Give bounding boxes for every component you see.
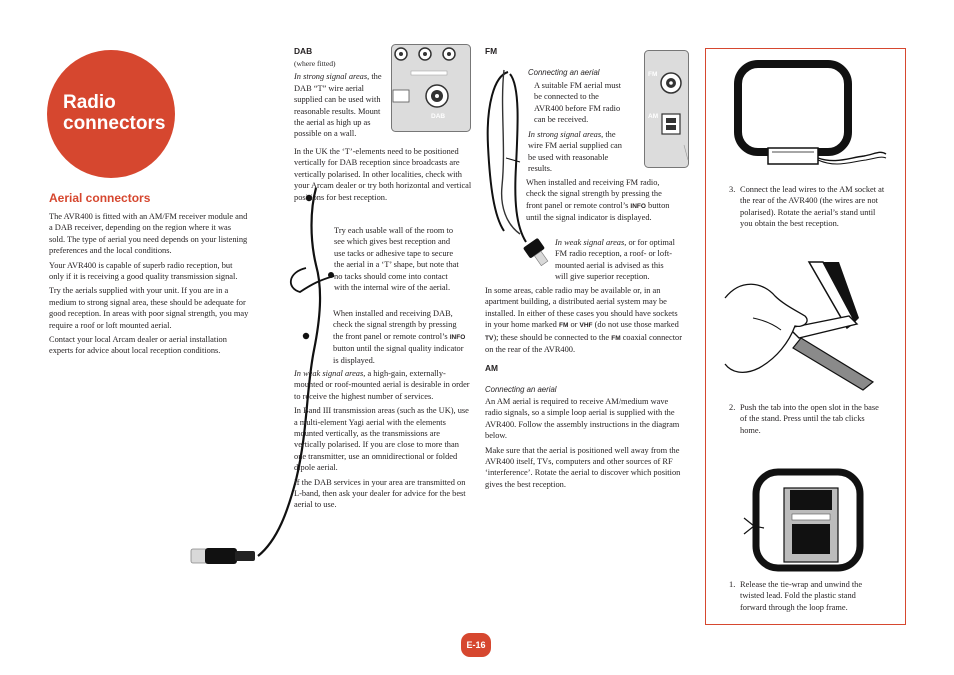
fm-connecting-subheading: Connecting an aerial [528, 68, 600, 77]
dab-uk-paragraph: In the UK the ‘T’-elements need to be po… [294, 147, 472, 202]
fm-weak-rest: , or for optimal FM radio reception, a r… [555, 238, 675, 282]
am-assembly-box [705, 48, 906, 625]
aerial-paragraph: The AVR400 is fitted with an AM/FM recei… [49, 212, 248, 256]
am-paragraph: Make sure that the aerial is positioned … [485, 445, 681, 489]
aerial-paragraph: Try the aerials supplied with your unit.… [49, 286, 249, 330]
fm-installed-a: When installed and receiving FM radio, c… [526, 178, 662, 210]
title-line-2: connectors [63, 113, 166, 134]
dab-weak-signal: In weak signal areas, a high-gain, exter… [294, 368, 472, 402]
fm-strong-signal: In strong signal areas, the wire FM aeri… [528, 129, 630, 175]
dab-aerial-wire [257, 187, 322, 557]
fm-intro: A suitable FM aerial must be connected t… [534, 80, 624, 129]
dab-lower-text: In weak signal areas, a high-gain, exter… [294, 368, 472, 514]
fm-cable-b: (do not use those marked [594, 320, 679, 330]
aerial-intro: The AVR400 is fitted with an AM/FM recei… [49, 211, 249, 360]
dab-t-aerial-illustration [190, 187, 335, 564]
panel-dab-label: DAB [431, 113, 446, 120]
fm-cable-c: ); these should be connected to the [493, 332, 610, 342]
dab-where-fitted: (where fitted) [294, 59, 336, 68]
dab-lband-paragraph: If the DAB services in your area are tra… [294, 477, 466, 510]
step-1-text: Release the tie-wrap and unwind the twis… [740, 580, 863, 612]
fm-cable-d: coaxial connector on the rear of the AVR… [485, 332, 683, 355]
fm-cable-paragraph: In some areas, cable radio may be availa… [485, 285, 683, 355]
info-key-label: INFO [449, 333, 466, 341]
aerial-paragraph: Your AVR400 is capable of superb radio r… [49, 260, 238, 282]
step-2-text: Push the tab into the open slot in the b… [740, 403, 879, 435]
stand-tab-illustration [724, 261, 875, 391]
aerial-connectors-heading: Aerial connectors [49, 191, 151, 205]
title-line-1: Radio [63, 92, 116, 113]
step-1: 1. Release the tie-wrap and unwind the tw… [729, 579, 879, 613]
tv-key-label: TV [485, 334, 494, 342]
fm-strong-rest: , the wire FM aerial supplied can be use… [528, 130, 622, 174]
am-socket [661, 113, 681, 135]
step-2: 2. Push the tab into the open slot in the… [729, 402, 879, 436]
fm-heading: FM [485, 46, 498, 56]
am-loop-stand-illustration [734, 60, 887, 165]
dab-rear-panel-illustration [391, 44, 471, 132]
panel-fm-label: FM [648, 71, 658, 78]
aerial-tip-bottom [302, 332, 310, 340]
fm-strong-text: In strong signal areas, the wire FM aeri… [528, 129, 630, 178]
title-circle [47, 50, 175, 178]
dab-installed-paragraph: When installed and receiving DAB, check … [333, 308, 468, 366]
panel-usb-label: USB [394, 93, 408, 100]
dab-heading: DAB [294, 46, 313, 56]
aerial-tip-top [305, 194, 313, 202]
am-text: An AM aerial is required to receive AM/m… [485, 396, 683, 493]
vhf-key-label: VHF [579, 322, 593, 330]
fm-intro-paragraph: A suitable FM aerial must be connected t… [534, 81, 621, 125]
step-3-number: 3. [729, 185, 736, 194]
dab-installed-text: When installed and receiving DAB, check … [333, 308, 468, 369]
fm-key-label: FM [611, 334, 621, 342]
dab-try-paragraph: Try each usable wall of the room to see … [334, 226, 459, 293]
fm-installed-b: button until the signal indicator is dis… [526, 200, 670, 223]
am-heading: AM [485, 363, 499, 373]
dab-plug [205, 548, 237, 564]
hand-drawing [724, 283, 808, 374]
fm-weak-text: In weak signal areas, or for optimal FM … [555, 237, 677, 286]
step-2-number: 2. [729, 403, 736, 412]
dab-intro: (where fitted) In strong signal areas, t… [294, 58, 386, 143]
step-3-text: Connect the lead wires to the AM socket … [740, 185, 885, 229]
page-title: Radio connectors [63, 92, 165, 134]
fm-strong-italic: In strong signal areas [528, 130, 602, 139]
fm-installed-paragraph: When installed and receiving FM radio, c… [526, 177, 674, 224]
dab-weak-italic: In weak signal areas [294, 369, 364, 378]
panel-am-label: AM [648, 113, 659, 120]
page-number-badge: E-16 [461, 633, 491, 657]
fm-cable-or: or [570, 320, 578, 330]
fm-cable-a: In some areas, cable radio may be availa… [485, 286, 678, 330]
dab-installed-a: When installed and receiving DAB, check … [333, 309, 457, 341]
dab-strong-signal: In strong signal areas, the DAB “T” wire… [294, 71, 386, 139]
dab-try-text: Try each usable wall of the room to see … [334, 225, 462, 296]
loop-frame-folded-illustration [743, 468, 864, 572]
fm-installed-text: When installed and receiving FM radio, c… [526, 177, 674, 227]
am-paragraph: An AM aerial is required to receive AM/m… [485, 397, 680, 441]
dab-uk-text: In the UK the ‘T’-elements need to be po… [294, 146, 472, 206]
step-3: 3. Connect the lead wires to the AM socke… [729, 184, 889, 230]
step-1-number: 1. [729, 580, 736, 589]
dab-strong-italic: In strong signal areas [294, 72, 368, 82]
am-connecting-subheading: Connecting an aerial [485, 385, 557, 394]
stand-tab-part [792, 337, 875, 391]
dab-installed-b: button until the signal quality indicato… [333, 344, 464, 365]
dab-weak-rest: , a high-gain, externally-mounted or roo… [294, 369, 470, 401]
fm-plug [523, 238, 545, 258]
fm-am-rear-panel-illustration [644, 50, 689, 168]
fm-weak-signal: In weak signal areas, or for optimal FM … [555, 237, 677, 283]
dab-strong-rest: , the DAB “T” wire aerial supplied can b… [294, 72, 382, 139]
fm-cable-text: In some areas, cable radio may be availa… [485, 285, 683, 358]
info-key-label: INFO [630, 202, 646, 210]
aerial-paragraph: Contact your local Arcam dealer or aeria… [49, 335, 227, 356]
fm-wire-aerial-illustration [486, 69, 549, 267]
fm-weak-italic: In weak signal areas [555, 238, 625, 247]
fm-key-label: FM [558, 322, 569, 330]
dab-band-paragraph: In Band III transmission areas (such as … [294, 406, 469, 473]
